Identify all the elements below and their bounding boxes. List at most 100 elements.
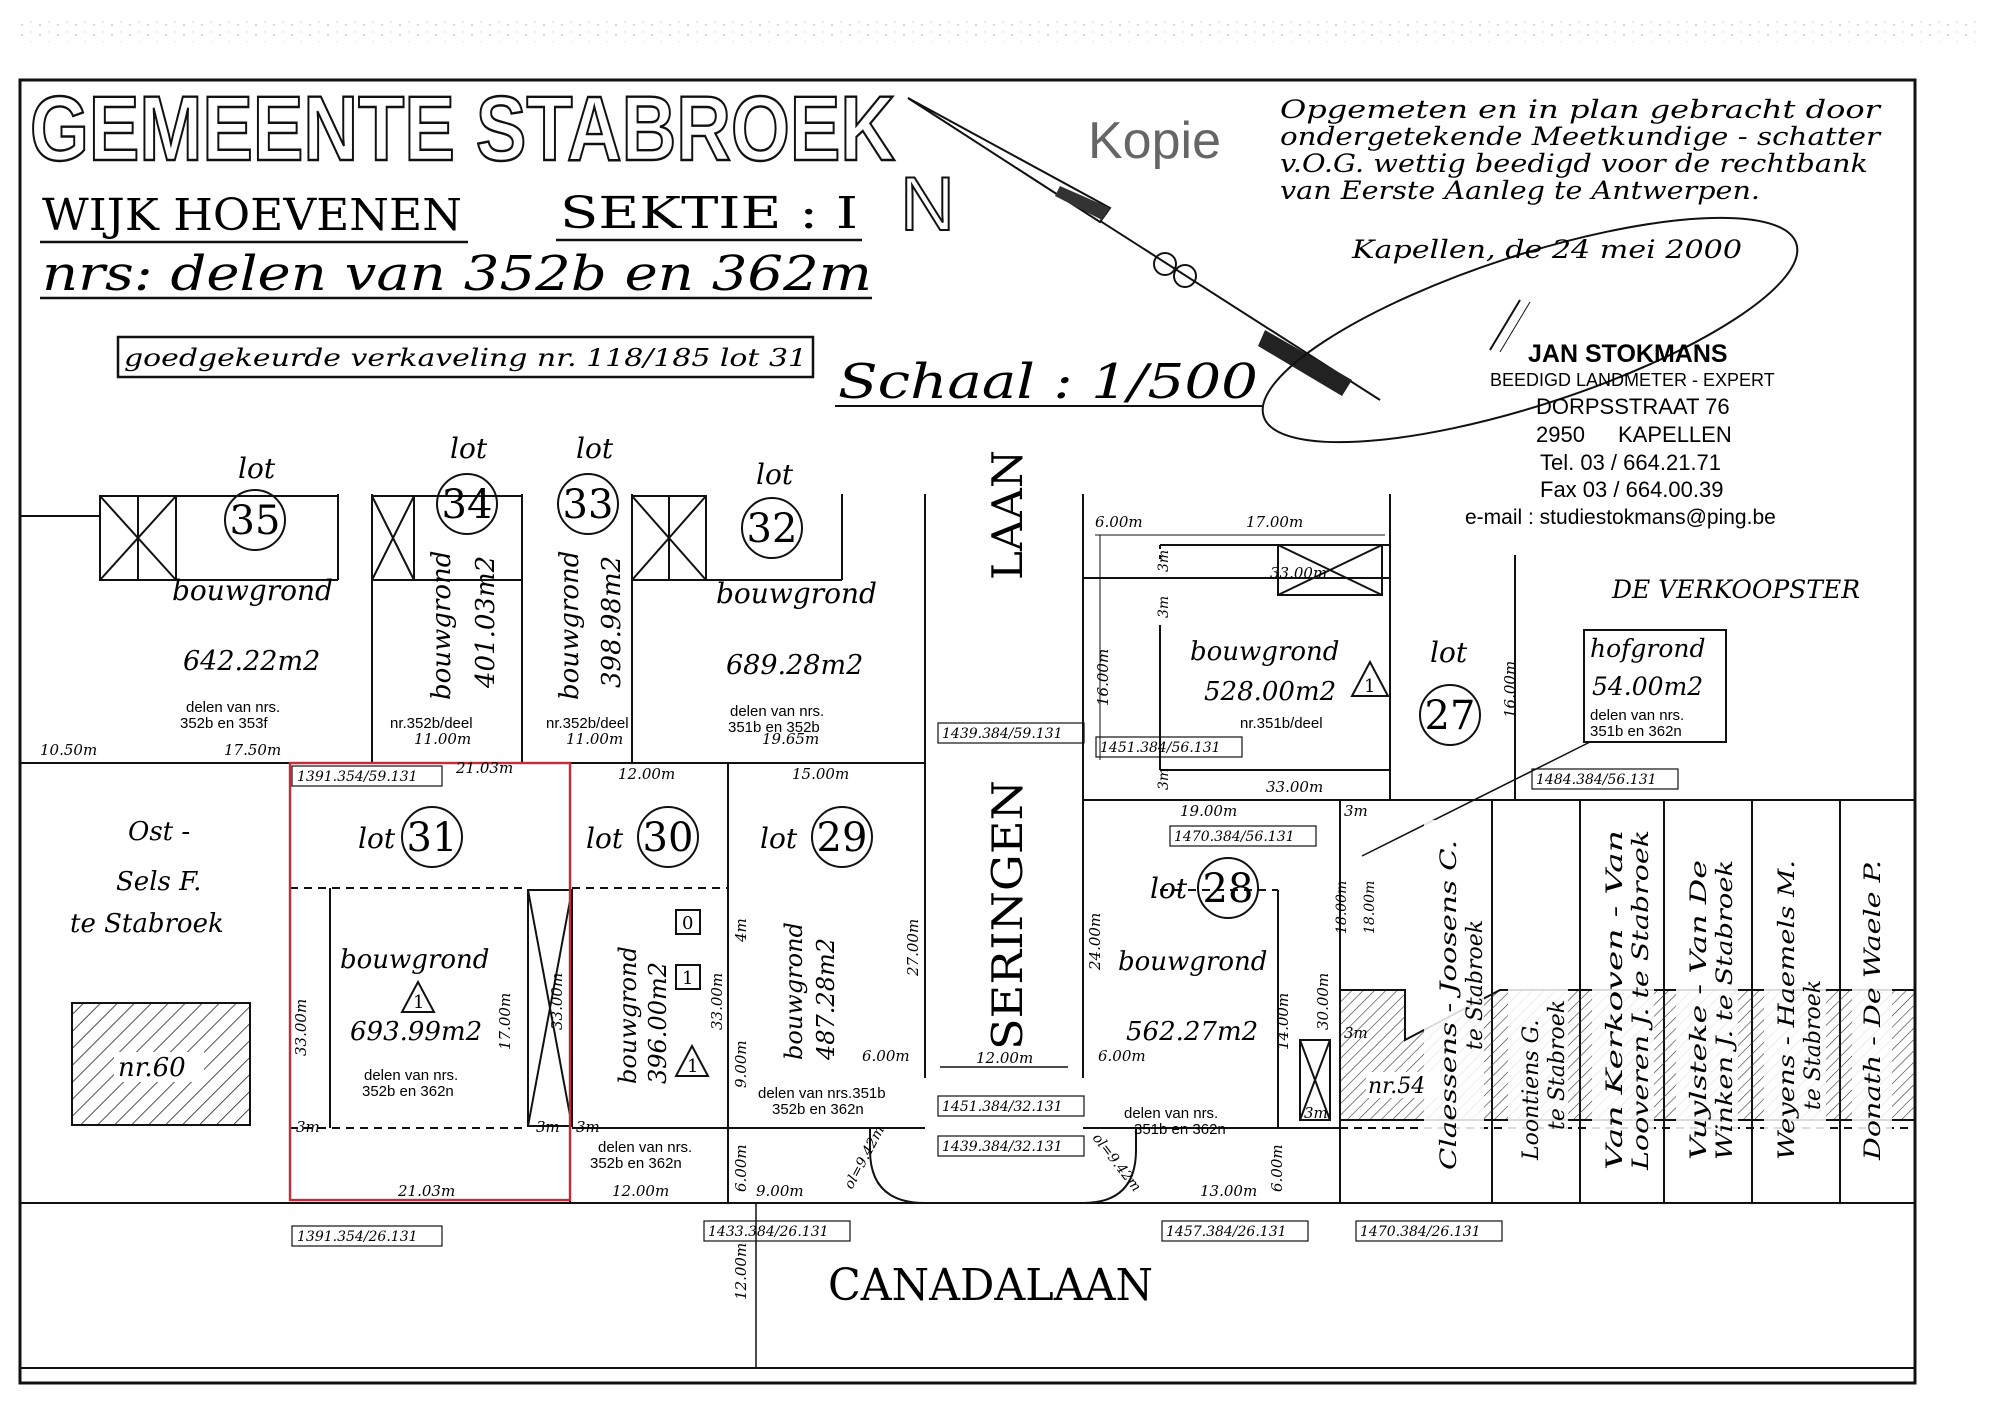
marker-box-label: 0 (682, 913, 693, 934)
dimension-label: 27.00m (904, 919, 922, 977)
marker-triangle-icon (1350, 659, 1390, 697)
north-letter: N (900, 162, 955, 247)
coordinate-label: 1451.384/56.131 (1100, 740, 1221, 756)
dimension-label: 33.00m (708, 973, 726, 1030)
lot-number-circle (811, 806, 873, 868)
lot-use: bouwgrond (427, 551, 457, 700)
north-arrow-icon: N (899, 97, 1799, 444)
lot-use: bouwgrond (1118, 947, 1267, 977)
surveyor-note-line: van Eerste Aanleg te Antwerpen. (1280, 176, 1760, 205)
lot-area: 398.98m2 (597, 556, 627, 688)
surveyor-stamp: JAN STOKMANS BEEDIGD LANDMETER - EXPERT … (1465, 340, 1776, 529)
lot-area: 396.00m2 (644, 962, 672, 1084)
dimension-label: 12.00m (976, 1049, 1033, 1067)
lot-parcels: delen van nrs. (598, 1139, 692, 1156)
lot-number: 27 (1425, 693, 1476, 739)
neighbour-owner: Donath - De Waele P. (1861, 860, 1886, 1161)
dimension-label: 3m (1344, 1024, 1368, 1042)
coordinate-label: 1470.384/26.131 (1360, 1224, 1481, 1240)
lot-parcels: nr.352b/deel (390, 715, 473, 732)
crossed-boxes (99, 495, 1383, 1127)
lot-number-circle (224, 489, 286, 551)
dimension-label: 3m (1156, 596, 1172, 618)
dimension-label: 19.65m (762, 730, 819, 748)
dimension-label: 21.03m (455, 759, 513, 777)
lot-word: lot (1150, 872, 1188, 905)
dimension-label: 6.00m (862, 1047, 910, 1065)
lot-number: 30 (643, 815, 694, 861)
stamp-street: DORPSSTRAAT 76 (1536, 394, 1730, 419)
neighbour-owner: te Stabroek (1463, 920, 1488, 1050)
lot-number-circle (401, 806, 463, 868)
dimension-label: 12.00m (732, 1243, 750, 1300)
street-name-seringen: SERINGEN (983, 780, 1032, 1050)
dimension-label: 12.00m (618, 765, 675, 783)
dimension-label: 19.00m (1180, 802, 1237, 820)
marker-triangle-icon (400, 979, 436, 1013)
dimension-label: 17.00m (1246, 513, 1303, 531)
dimension-label: 30.00m (1314, 973, 1332, 1030)
dimension-label: 14.00m (1274, 993, 1292, 1050)
lot-use: bouwgrond (780, 922, 808, 1060)
lot-parcels: 351b en 352b (728, 719, 820, 736)
approval-text: goedgekeurde verkaveling nr. 118/185 lot… (124, 344, 807, 372)
hofgrond-leader (1361, 741, 1591, 857)
lot-number-circle (637, 806, 699, 868)
dimension-label: 18.00m (1362, 881, 1378, 934)
dimension-label: 6.00m (1268, 1144, 1286, 1192)
parcel-numbers: nrs: delen van 352b en 362m (42, 246, 872, 302)
dimension-label: 11.00m (414, 730, 471, 748)
dimension-label: 17.00m (496, 993, 514, 1050)
coordinate-label: 1470.384/56.131 (1174, 829, 1295, 845)
dimension-label: 3m (576, 1118, 600, 1136)
dimension-label: 16.00m (1094, 649, 1112, 706)
lot-use: bouwgrond (614, 946, 642, 1084)
lot-number-circle (1197, 857, 1259, 919)
stamp-postcode: 2950 (1536, 422, 1585, 447)
marker-box-label: 1 (682, 968, 693, 989)
coordinate-label: 1391.354/59.131 (297, 769, 418, 785)
lot-number: 32 (747, 506, 798, 552)
lot-number: 28 (1203, 866, 1254, 912)
dimension-label: 6.00m (732, 1144, 750, 1192)
street-name-canadalaan: CANADALAAN (828, 1260, 1153, 1311)
lot-word: lot (1430, 636, 1468, 669)
lot-parcels: delen van nrs.351b (758, 1085, 886, 1102)
plan-frame (18, 78, 1917, 1385)
owner-ost: Ost - (128, 817, 190, 847)
house-number: nr.54 (1368, 1074, 1425, 1099)
lot-number: 34 (442, 482, 493, 528)
dimension-label: 3m (1304, 1104, 1328, 1122)
survey-date: Kapellen, de 24 mei 2000 (1351, 235, 1742, 264)
coordinate-labels: 1391.354/59.131 1439.384/59.131 1451.384… (291, 722, 1679, 1247)
dimension-label: 11.00m (566, 730, 623, 748)
lot-31-highlight (288, 761, 572, 1202)
coordinate-label: 1484.384/56.131 (1536, 772, 1657, 788)
dimension-label: 33.00m (292, 999, 310, 1056)
dimension-label: 12.00m (612, 1182, 669, 1200)
dimension-label: 3m (1344, 802, 1368, 820)
dimension-label: 9.00m (732, 1040, 750, 1088)
lot-parcels: nr.352b/deel (546, 715, 629, 732)
lot-area: 689.28m2 (726, 650, 863, 681)
marker-triangle-label: 1 (413, 992, 424, 1013)
stamp-fax: Fax 03 / 664.00.39 (1540, 477, 1723, 502)
lot-word: lot (586, 822, 624, 855)
lot-use: bouwgrond (716, 577, 877, 610)
marker-triangle-icon (674, 1043, 710, 1077)
neighbour-owner: Looveren J. te Stabroek (1629, 830, 1654, 1171)
lot-number-circle (1419, 684, 1481, 746)
lot-number: 29 (817, 815, 868, 861)
nr60-label-bg (114, 1052, 204, 1082)
dimension-label: 3m (536, 1118, 560, 1136)
lot-number: 31 (407, 815, 458, 861)
lot-number-circle (741, 497, 803, 559)
neighbour-owner: te Stabroek (1545, 1000, 1570, 1130)
dimension-label: 33.00m (548, 973, 566, 1030)
seller-label: DE VERKOOPSTER (1611, 575, 1860, 604)
stamp-title: BEEDIGD LANDMETER - EXPERT (1490, 370, 1775, 390)
lot-area: 401.03m2 (471, 556, 501, 689)
lot-parcels: 352b en 362n (590, 1155, 682, 1172)
coordinate-label: 1457.384/26.131 (1166, 1224, 1287, 1240)
lot-parcels: 352b en 353f (180, 715, 268, 732)
